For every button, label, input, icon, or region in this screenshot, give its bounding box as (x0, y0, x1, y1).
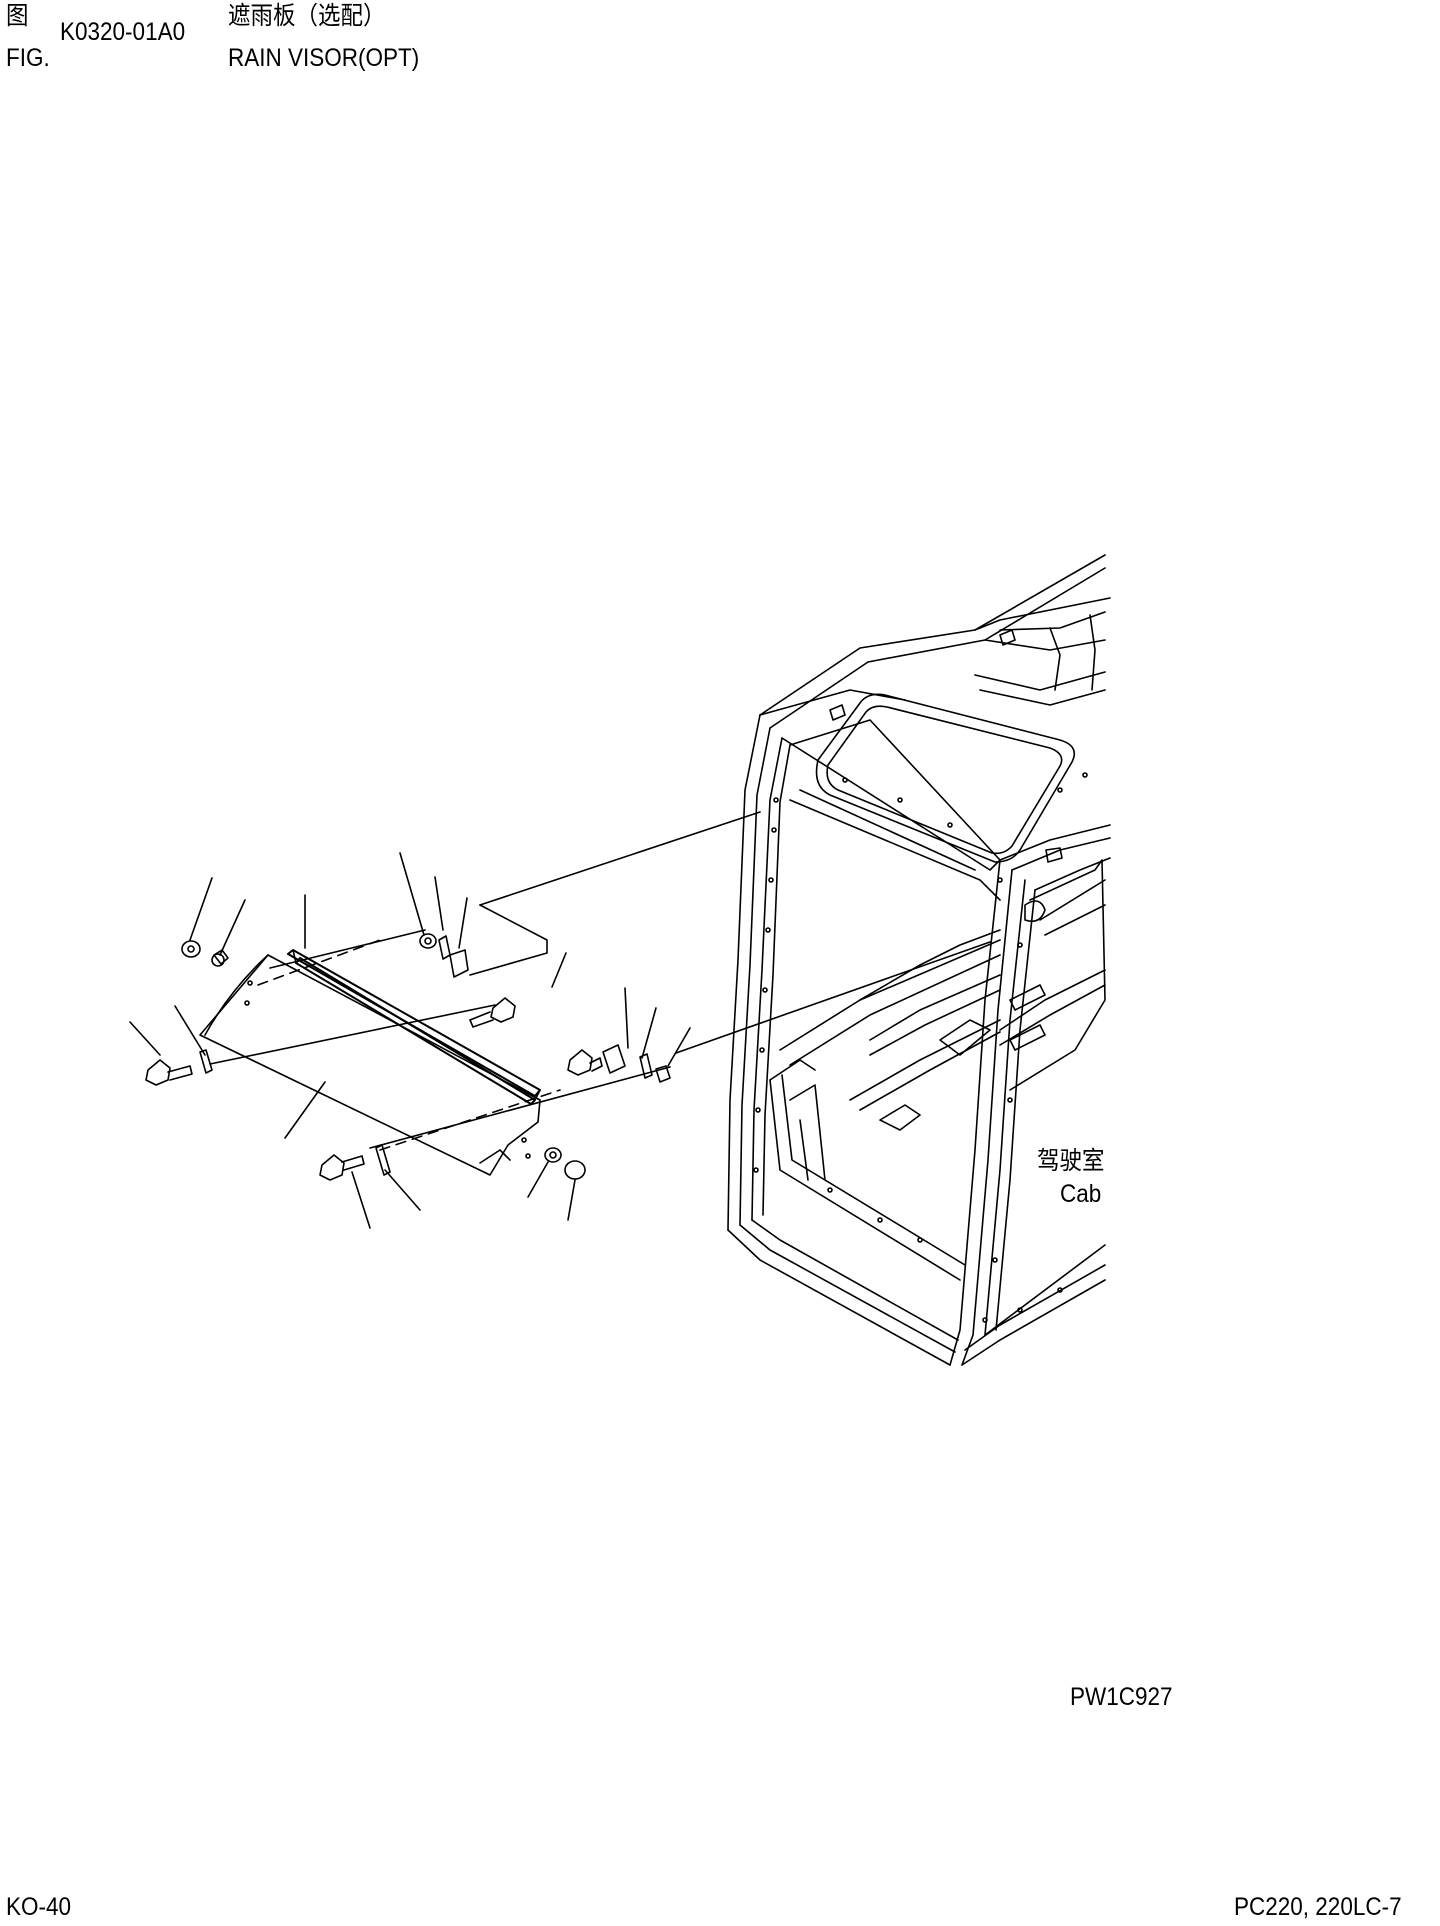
drawing-code: PW1C927 (1070, 1683, 1173, 1711)
cab-label-en: Cab (1060, 1180, 1102, 1208)
cab-label-cn: 驾驶室 (1037, 1147, 1105, 1175)
fig-number: K0320-01A0 (60, 18, 186, 46)
title-cn: 遮雨板（选配） (228, 2, 386, 30)
model-name: PC220, 220LC-7 (1234, 1893, 1402, 1921)
fig-label-en: FIG. (6, 44, 50, 72)
fig-label-cn: 图 (6, 2, 29, 30)
page-code: KO-40 (6, 1893, 72, 1921)
cab-frame (728, 555, 1110, 1365)
rain-visor-parts (130, 812, 990, 1228)
title-en: RAIN VISOR(OPT) (228, 44, 420, 72)
